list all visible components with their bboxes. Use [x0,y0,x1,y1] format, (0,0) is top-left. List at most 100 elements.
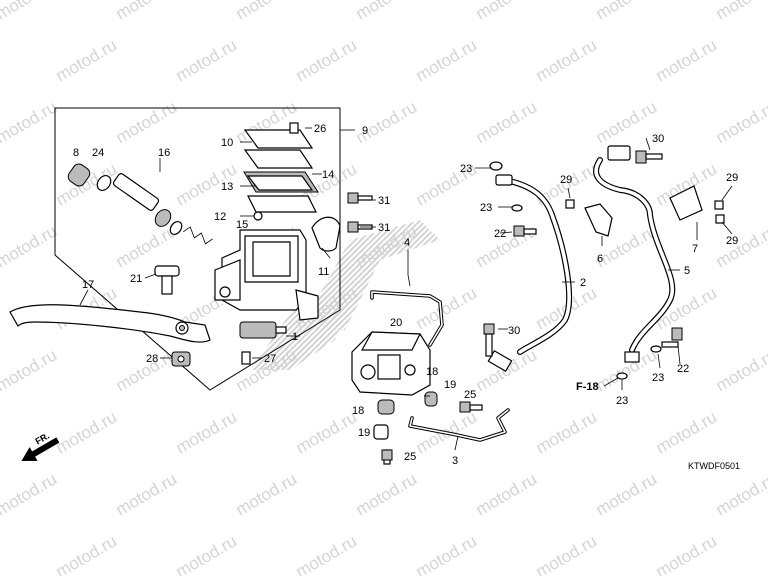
piston-kit [67,163,213,245]
callout-29a: 29 [560,174,572,186]
callout-16: 16 [158,147,170,159]
reference-marker: F-18 [576,377,619,393]
watermark-text: motod.ru [593,469,661,519]
watermark-text: motod.ru [593,97,661,147]
callout-18b: 18 [352,405,364,417]
callout-25a: 25 [464,389,476,401]
callout-29c: 29 [726,235,738,247]
watermark-text: motod.ru [0,469,60,519]
diagram-code: KTWDF0501 [688,461,740,471]
callout-31b: 31 [378,222,390,234]
watermark-text: motod.ru [113,0,181,23]
callout-27: 27 [264,353,276,365]
watermark-text: motod.ru [113,97,181,147]
pivot-nut [171,351,191,367]
watermark-text: motod.ru [293,407,361,457]
reference-label: F-18 [576,381,599,393]
callout-15: 15 [236,219,248,231]
callout-4: 4 [404,237,410,249]
watermark-text: motod.ru [413,531,481,576]
watermark-text: motod.ru [293,35,361,85]
callout-20: 20 [390,317,402,329]
watermark-text: motod.ru [173,35,241,85]
watermark-text: motod.ru [653,407,721,457]
assembly-outline [54,107,341,391]
watermark-text: motod.ru [113,469,181,519]
callout-1: 1 [292,331,298,343]
callout-29b: 29 [726,172,738,184]
brake-switch [239,321,287,339]
watermark-text: motod.ru [593,0,661,23]
callout-9: 9 [362,125,368,137]
callout-10: 10 [221,137,233,149]
callout-26: 26 [314,123,326,135]
watermark-text: motod.ru [53,35,121,85]
abs-modulator [351,331,431,415]
watermark-text: motod.ru [413,283,481,333]
small-screws [241,122,299,365]
callout-21: 21 [130,273,142,285]
master-cylinder [214,229,319,321]
callout-23b: 23 [480,202,492,214]
callout-8: 8 [73,147,79,159]
callout-13: 13 [221,181,233,193]
watermark-text: motod.ru [713,97,768,147]
bolts-and-washers [381,150,725,461]
front-arrow-icon [21,437,60,461]
brake-pipe-4 [370,290,444,347]
watermark-text: motod.ru [293,531,361,576]
watermark-text: motod.ru [53,407,121,457]
holder [311,216,341,252]
watermark-text: motod.ru [713,0,768,23]
brand-logo [250,220,440,370]
brake-lever [9,304,211,343]
callout-31a: 31 [378,195,390,207]
watermark-text: motod.ru [533,407,601,457]
callout-24: 24 [92,147,104,159]
callout-11: 11 [318,266,329,278]
callout-numbers: 1 2 3 4 5 6 7 8 9 10 11 12 13 14 15 16 1… [73,123,738,467]
brake-hose-2 [487,174,573,373]
watermark-text: motod.ru [233,469,301,519]
watermark-text: motod.ru [0,221,60,271]
callout-19a: 19 [444,379,456,391]
watermark-text: motod.ru [0,0,60,23]
watermark-text: motod.ru [353,0,421,23]
watermark-text: motod.ru [653,35,721,85]
callout-3: 3 [452,455,458,467]
callout-30a: 30 [652,133,664,145]
watermark-text: motod.ru [0,345,60,395]
brake-pipe-3 [408,408,510,442]
watermark-text: motod.ru [713,221,768,271]
reservoir-cover [243,129,319,213]
callout-7: 7 [692,243,698,255]
callout-23d: 23 [616,395,628,407]
callout-19b: 19 [358,427,370,439]
callout-5: 5 [684,265,690,277]
watermark-text: motod.ru [653,531,721,576]
callout-30b: 30 [508,325,520,337]
bolts [347,192,373,233]
watermark-text: motod.ru [173,407,241,457]
callout-22b: 22 [677,363,689,375]
callout-17: 17 [82,279,94,291]
watermark-text: motod.ru [353,469,421,519]
leader-lines [79,127,733,451]
callout-23a: 23 [460,163,472,175]
callout-18a: 18 [426,366,438,378]
watermark-text: motod.ru [473,97,541,147]
callout-22a: 22 [494,228,506,240]
callout-12: 12 [214,211,226,223]
hose-clamps [584,185,703,237]
callout-25b: 25 [404,451,416,463]
watermark-text: motod.ru [533,35,601,85]
callout-6: 6 [597,253,603,265]
watermark-text: motod.ru [473,469,541,519]
watermark-text: motod.ru [713,345,768,395]
callout-2: 2 [580,277,586,289]
watermark-text: motod.ru [0,97,60,147]
watermark-text: motod.ru [353,97,421,147]
callout-28: 28 [146,353,158,365]
